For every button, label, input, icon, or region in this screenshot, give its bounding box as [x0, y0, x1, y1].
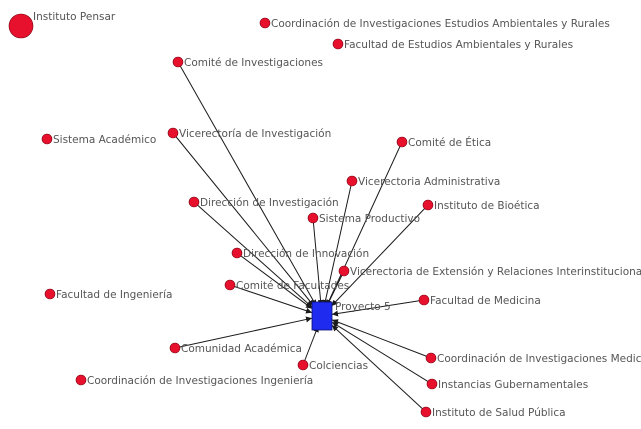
hub-label: Proyecto 5 — [335, 301, 391, 313]
edge-vicerrectoria-extension-to-proyecto-5 — [326, 270, 345, 307]
node-sistema-productivo[interactable]: Sistema Productivo — [307, 212, 420, 225]
node-label-instituto-pensar: Instituto Pensar — [33, 11, 116, 23]
node-label-colciencias: Colciencias — [309, 360, 368, 372]
edges-layer — [172, 61, 433, 413]
edge-direccion-investigacion-to-proyecto-5 — [193, 201, 313, 308]
node-proyecto-5[interactable]: Proyecto 5 — [311, 301, 391, 331]
node-facultad-ingenieria[interactable]: Facultad de Ingeniería — [44, 288, 172, 301]
node-coord-ambientales[interactable]: Coordinación de Investigaciones Estudios… — [259, 17, 610, 30]
node-coord-medicina[interactable]: Coordinación de Investigaciones Medicina — [425, 352, 641, 365]
node-label-instancias-gubernamentales: Instancias Gubernamentales — [438, 379, 588, 391]
edge-colciencias-to-proyecto-5 — [302, 325, 319, 366]
edge-comunidad-academica-to-proyecto-5 — [174, 316, 313, 349]
edge-coord-medicina-to-proyecto-5 — [331, 319, 432, 359]
hub-marker[interactable] — [311, 301, 333, 331]
node-marker-facultad-ambientales[interactable] — [332, 38, 344, 50]
node-direccion-investigacion[interactable]: Dirección de Investigación — [188, 196, 339, 209]
node-label-facultad-ingenieria: Facultad de Ingeniería — [56, 289, 172, 301]
node-label-comite-investigaciones: Comité de Investigaciones — [184, 57, 323, 69]
node-label-comunidad-academica: Comunidad Académica — [181, 343, 302, 355]
node-marker-comite-etica[interactable] — [396, 136, 408, 148]
node-marker-vicerrectoria-administrativa[interactable] — [346, 175, 358, 187]
node-comite-investigaciones[interactable]: Comité de Investigaciones — [172, 56, 323, 69]
node-marker-instituto-bioetica[interactable] — [422, 199, 434, 211]
node-label-direccion-investigacion: Dirección de Investigación — [200, 197, 339, 209]
node-label-coord-medicina: Coordinación de Investigaciones Medicina — [437, 353, 641, 365]
node-label-coord-ingenieria: Coordinación de Investigaciones Ingenier… — [87, 375, 313, 387]
node-direccion-innovacion[interactable]: Dirección de Innovación — [231, 247, 369, 260]
node-comite-etica[interactable]: Comité de Ética — [396, 136, 491, 149]
node-sistema-academico[interactable]: Sistema Académico — [41, 133, 156, 146]
node-marker-comite-facultades[interactable] — [224, 279, 236, 291]
node-marker-facultad-medicina[interactable] — [418, 294, 430, 306]
edge-direccion-innovacion-to-proyecto-5 — [236, 252, 313, 309]
node-marker-instituto-salud-publica[interactable] — [420, 406, 432, 418]
node-marker-comite-investigaciones[interactable] — [172, 56, 184, 68]
edge-vicerrectoria-administrativa-to-proyecto-5 — [322, 180, 353, 307]
node-label-vicerrectoria-extension: Vicerectoria de Extensión y Relaciones I… — [350, 266, 641, 278]
edge-comite-etica-to-proyecto-5 — [326, 141, 403, 307]
node-label-comite-facultades: Comité de Facultades — [236, 280, 349, 292]
node-instituto-pensar[interactable]: Instituto Pensar — [8, 11, 116, 39]
node-label-coord-ambientales: Coordinación de Investigaciones Estudios… — [271, 18, 610, 30]
edge-instituto-bioetica-to-proyecto-5 — [331, 204, 429, 307]
node-label-vicerrectoria-administrativa: Vicerectoria Administrativa — [358, 176, 500, 188]
node-facultad-ambientales[interactable]: Facultad de Estudios Ambientales y Rural… — [332, 38, 573, 51]
edge-sistema-productivo-to-proyecto-5 — [312, 217, 324, 307]
node-marker-facultad-ingenieria[interactable] — [44, 288, 56, 300]
edge-instancias-gubernamentales-to-proyecto-5 — [331, 321, 433, 385]
node-comite-facultades[interactable]: Comité de Facultades — [224, 279, 349, 292]
node-facultad-medicina[interactable]: Facultad de Medicina — [418, 294, 541, 307]
node-label-sistema-academico: Sistema Académico — [53, 134, 156, 146]
node-marker-comunidad-academica[interactable] — [169, 342, 181, 354]
node-marker-sistema-academico[interactable] — [41, 133, 53, 145]
node-label-instituto-bioetica: Instituto de Bioética — [434, 200, 540, 212]
node-label-direccion-innovacion: Dirección de Innovación — [243, 248, 369, 260]
node-label-sistema-productivo: Sistema Productivo — [319, 213, 420, 225]
node-colciencias[interactable]: Colciencias — [297, 359, 368, 372]
node-marker-coord-ingenieria[interactable] — [75, 374, 87, 386]
node-marker-colciencias[interactable] — [297, 359, 309, 371]
node-label-vicerrectoria-investigacion: Vicerectoría de Investigación — [179, 128, 331, 140]
node-marker-instancias-gubernamentales[interactable] — [426, 378, 438, 390]
node-comunidad-academica[interactable]: Comunidad Académica — [169, 342, 302, 355]
node-marker-direccion-innovacion[interactable] — [231, 247, 243, 259]
node-marker-sistema-productivo[interactable] — [307, 212, 319, 224]
node-marker-vicerrectoria-extension[interactable] — [338, 265, 350, 277]
edge-instituto-salud-publica-to-proyecto-5 — [331, 324, 427, 413]
node-label-facultad-ambientales: Facultad de Estudios Ambientales y Rural… — [344, 39, 573, 51]
node-vicerrectoria-administrativa[interactable]: Vicerectoria Administrativa — [346, 175, 500, 188]
node-marker-instituto-pensar[interactable] — [8, 13, 34, 39]
node-marker-coord-ambientales[interactable] — [259, 17, 271, 29]
node-label-instituto-salud-publica: Instituto de Salud Pública — [432, 407, 566, 419]
edge-comite-facultades-to-proyecto-5 — [229, 284, 313, 314]
node-coord-ingenieria[interactable]: Coordinación de Investigaciones Ingenier… — [75, 374, 313, 387]
node-marker-coord-medicina[interactable] — [425, 352, 437, 364]
node-marker-vicerrectoria-investigacion[interactable] — [167, 127, 179, 139]
node-label-facultad-medicina: Facultad de Medicina — [430, 295, 541, 307]
node-marker-direccion-investigacion[interactable] — [188, 196, 200, 208]
node-instituto-bioetica[interactable]: Instituto de Bioética — [422, 199, 540, 212]
node-vicerrectoria-investigacion[interactable]: Vicerectoría de Investigación — [167, 127, 331, 140]
edge-facultad-medicina-to-proyecto-5 — [331, 299, 425, 317]
edge-vicerrectoria-investigacion-to-proyecto-5 — [172, 132, 315, 307]
node-instancias-gubernamentales[interactable]: Instancias Gubernamentales — [426, 378, 588, 391]
edge-comite-investigaciones-to-proyecto-5 — [177, 61, 317, 307]
node-vicerrectoria-extension[interactable]: Vicerectoria de Extensión y Relaciones I… — [338, 265, 641, 278]
node-instituto-salud-publica[interactable]: Instituto de Salud Pública — [420, 406, 566, 419]
node-label-comite-etica: Comité de Ética — [408, 136, 491, 149]
